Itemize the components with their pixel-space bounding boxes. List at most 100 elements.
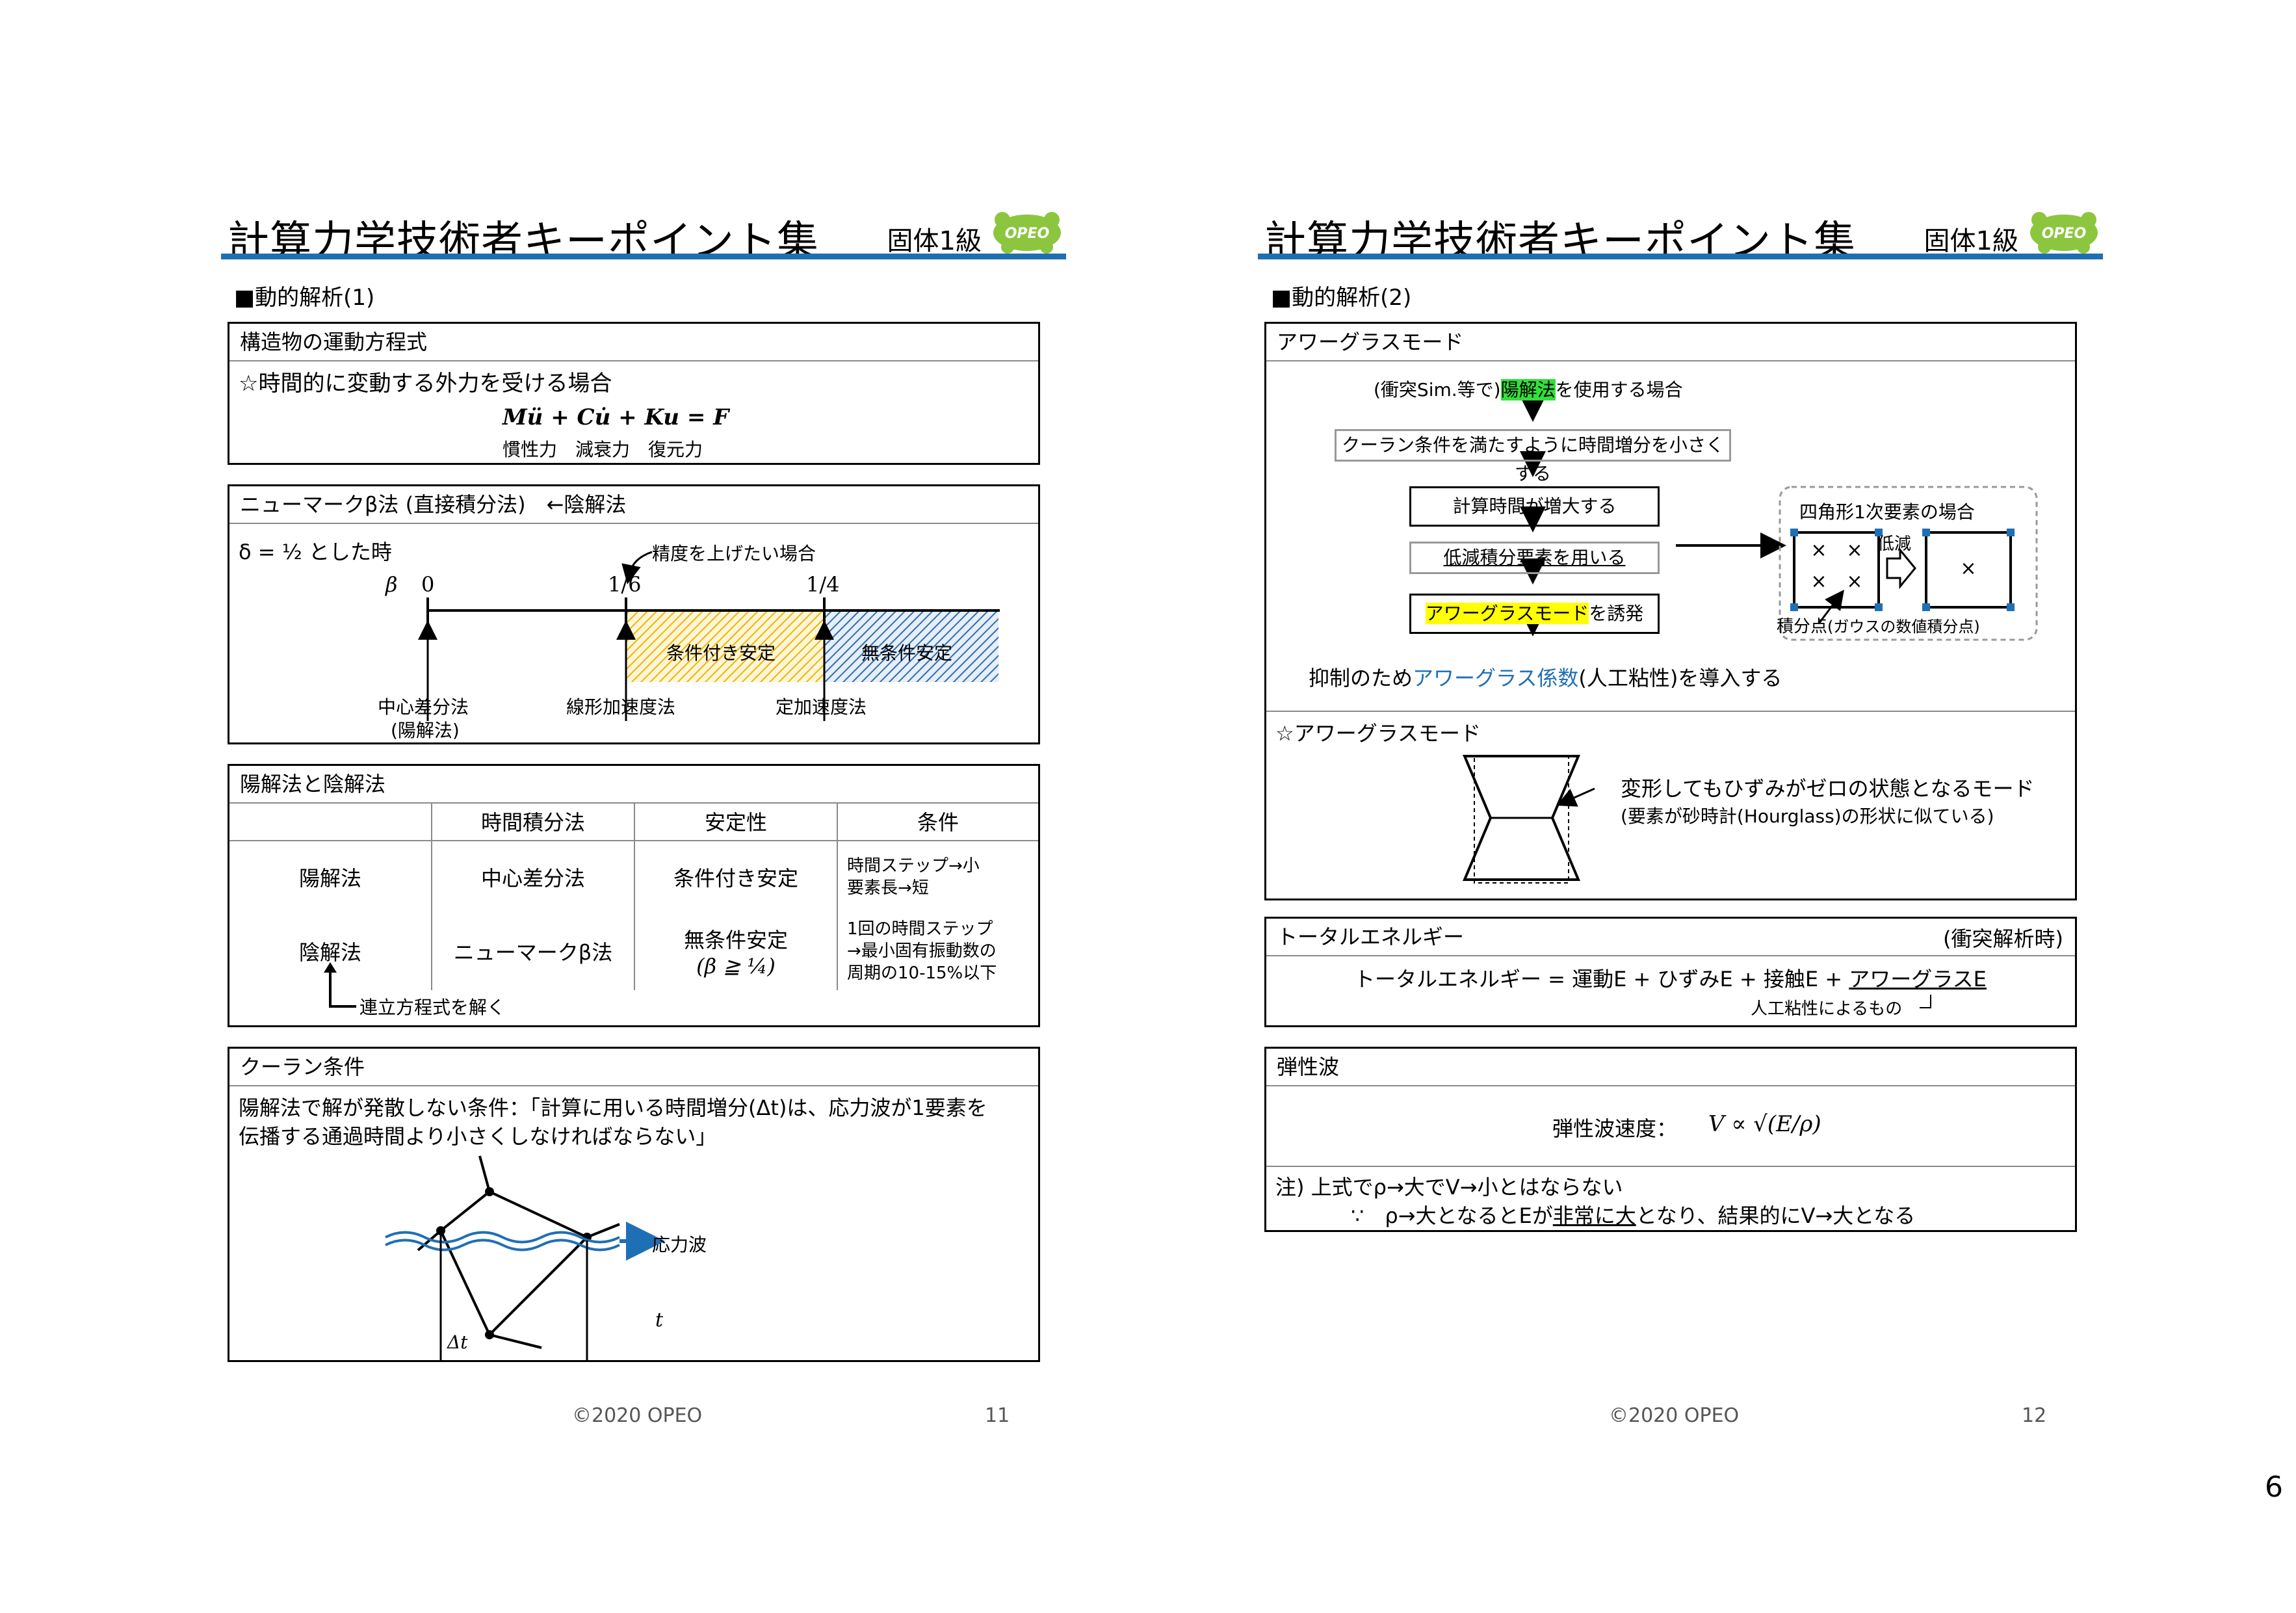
unconditional-region [824, 610, 998, 682]
title-rule [221, 254, 1066, 259]
box-title: クーラン条件 [229, 1049, 1038, 1086]
element-shape [439, 1190, 590, 1337]
stress-wave-label: 応力波 [652, 1234, 707, 1255]
newmark-diagram [418, 551, 1000, 721]
grade-label: 固体1級 [887, 226, 982, 256]
condition-text: ☆時間的に変動する外力を受ける場合 [239, 371, 612, 397]
box-title: 陽解法と陰解法 [229, 766, 1038, 804]
box-title: 構造物の運動方程式 [229, 324, 1038, 361]
header-cell: 安定性 [634, 802, 838, 841]
slide-12: 計算力学技術者キーポイント集 固体1級 OPEO ■動的解析(2) アワーグラス… [1258, 195, 2103, 1450]
stability-text: 無条件安定 [683, 928, 788, 952]
hourglass-box: アワーグラスモード × × × × × [1264, 322, 2077, 900]
time-axis-label: t [655, 1309, 664, 1331]
side-title: 四角形1次要素の場合 [1799, 501, 1975, 523]
constant-acceleration-label: 定加速度法 [776, 696, 867, 718]
stability-condition: (β ≧ ¼) [696, 954, 776, 978]
wave-note-2: ∵ ρ→大となるとEが非常に大となり、結果的にV→大となる [1351, 1203, 1916, 1228]
condition-line: 周期の10-15%以下 [847, 964, 997, 983]
copyright: ©2020 OPEO [572, 1404, 703, 1427]
header-cell: 条件 [837, 802, 1038, 841]
table-cell: 時間ステップ→小 要素長→短 [837, 841, 1038, 912]
condition-line: 要素長→短 [847, 878, 929, 898]
accuracy-note: 精度を上げたい場合 [652, 543, 816, 564]
svg-text:×: × [1810, 570, 1827, 593]
opeo-logo-icon: OPEO [993, 212, 1061, 254]
wave-note-1: 注) 上式でρ→大でV→小とはならない [1275, 1175, 1623, 1200]
wave-speed-formula: V ∝ √(E/ρ) [1708, 1111, 1821, 1137]
condition-line: 時間ステップ→小 [847, 856, 980, 876]
opeo-logo-icon: OPEO [2030, 212, 2098, 254]
flow-step-time-increase: 計算時間が増大する [1409, 486, 1660, 527]
sheet-number: 6 [2265, 1471, 2283, 1504]
tick-0: 0 [421, 572, 435, 597]
artificial-viscosity-note: 人工粘性によるもの [1751, 999, 1903, 1019]
integration-point-label: 積分点(ガウスの数値積分点) [1777, 617, 1980, 636]
box-title: トータルエネルギー [1266, 919, 2075, 956]
page-number: 11 [985, 1404, 1010, 1427]
hourglass-desc-2: (要素が砂時計(Hourglass)の形状に似ている) [1621, 806, 1994, 827]
divider [1266, 1166, 2075, 1167]
courant-diagram [385, 1155, 665, 1361]
courant-box: クーラン条件 陽解法で解が発散しない条件：「計算に用いる時間増分(Δt)は、応力… [228, 1047, 1040, 1362]
linear-acceleration-label: 線形加速度法 [566, 696, 676, 718]
region-conditional-label: 条件付き安定 [666, 642, 776, 664]
simultaneous-note: 連立方程式を解く [359, 997, 506, 1018]
motion-equation: Mü + Cu̇ + Ku = F [502, 404, 729, 430]
element-before [1793, 531, 1880, 609]
flow-step-hourglass: アワーグラスモードを誘発 [1409, 594, 1660, 634]
table-cell: ニューマークβ法 [432, 912, 635, 990]
copyright: ©2020 OPEO [1609, 1404, 1740, 1427]
total-energy-box: トータルエネルギー (衝突解析時) トータルエネルギー = 運動E + ひずみE… [1264, 917, 2077, 1027]
condition-line: 1回の時間ステップ [847, 919, 993, 939]
stress-wave-line [385, 1231, 620, 1244]
flow-start: (衝突Sim.等で)陽解法を使用する場合 [1374, 379, 1683, 400]
page-number: 12 [2022, 1404, 2047, 1427]
delta-t-label: Δt [447, 1331, 468, 1353]
energy-equation: トータルエネルギー = 運動E + ひずみE + 接触E + アワーグラスE [1354, 967, 1987, 991]
reduce-arrow-icon [1886, 547, 1916, 590]
header-cell [229, 802, 432, 841]
table-cell: 条件付き安定 [634, 841, 838, 912]
svg-text:×: × [1846, 539, 1862, 562]
table-cell: 無条件安定 (β ≧ ¼) [634, 912, 838, 990]
wave-speed-label: 弾性波速度： [1552, 1116, 1678, 1141]
delta-condition: δ = ½ とした時 [239, 540, 392, 564]
logo-text: OPEO [2042, 226, 2087, 242]
equation-terms: 慣性力 減衰力 復元力 [502, 439, 703, 460]
hourglass-flow-diagram: × × × × × [1520, 396, 2038, 641]
newmark-box: ニューマークβ法 (直接積分法) ←陰解法 [228, 484, 1040, 744]
condition-line: →最小固有振動数の [847, 941, 997, 961]
reduce-label: 低減 [1877, 534, 1912, 554]
table-cell: 中心差分法 [432, 841, 635, 912]
box-title: 弾性波 [1266, 1049, 2075, 1086]
header-cell: 時間積分法 [432, 802, 635, 841]
box-title: アワーグラスモード [1266, 324, 2075, 361]
table-cell: 1回の時間ステップ →最小固有振動数の 周期の10-15%以下 [837, 912, 1038, 990]
logo-text: OPEO [1005, 226, 1050, 242]
comparison-table: 時間積分法 安定性 条件 陽解法 中心差分法 条件付き安定 時間ステップ→小 要… [229, 802, 1038, 990]
bent-arrow-icon [324, 962, 356, 1008]
explicit-note: (陽解法) [391, 720, 460, 741]
flow-step-courant: クーラン条件を満たすように時間増分を小さくする [1335, 429, 1731, 484]
svg-text:×: × [1960, 557, 1976, 580]
conditional-region [626, 610, 824, 682]
section-heading: ■動的解析(1) [234, 285, 375, 311]
tick-1-4: 1/4 [806, 572, 840, 597]
divider [1266, 711, 2075, 712]
grade-label: 固体1級 [1924, 226, 2018, 256]
collision-note: (衝突解析時) [1943, 926, 2063, 951]
hourglass-desc-1: 変形してもひずみがゼロの状態となるモード [1621, 776, 2035, 801]
table-cell: 陽解法 [229, 841, 432, 912]
central-difference-label: 中心差分法 [378, 696, 469, 718]
beta-symbol: β [385, 572, 398, 597]
courant-line-1: 陽解法で解が発散しない条件：「計算に用いる時間増分(Δt)は、応力波が1要素を [239, 1095, 987, 1120]
equation-of-motion-box: 構造物の運動方程式 ☆時間的に変動する外力を受ける場合 Mü + Cu̇ + K… [228, 322, 1040, 465]
elastic-wave-box: 弾性波 弾性波速度： V ∝ √(E/ρ) 注) 上式でρ→大でV→小とはならな… [1264, 1047, 2077, 1232]
bracket-icon [1920, 995, 1931, 1008]
element-after [1925, 531, 2012, 609]
svg-text:×: × [1810, 539, 1827, 562]
slide-11: 計算力学技術者キーポイント集 固体1級 OPEO ■動的解析(1) 構造物の運動… [221, 195, 1066, 1450]
section-heading: ■動的解析(2) [1271, 285, 1412, 311]
hourglass-shape-diagram [1462, 755, 1595, 884]
